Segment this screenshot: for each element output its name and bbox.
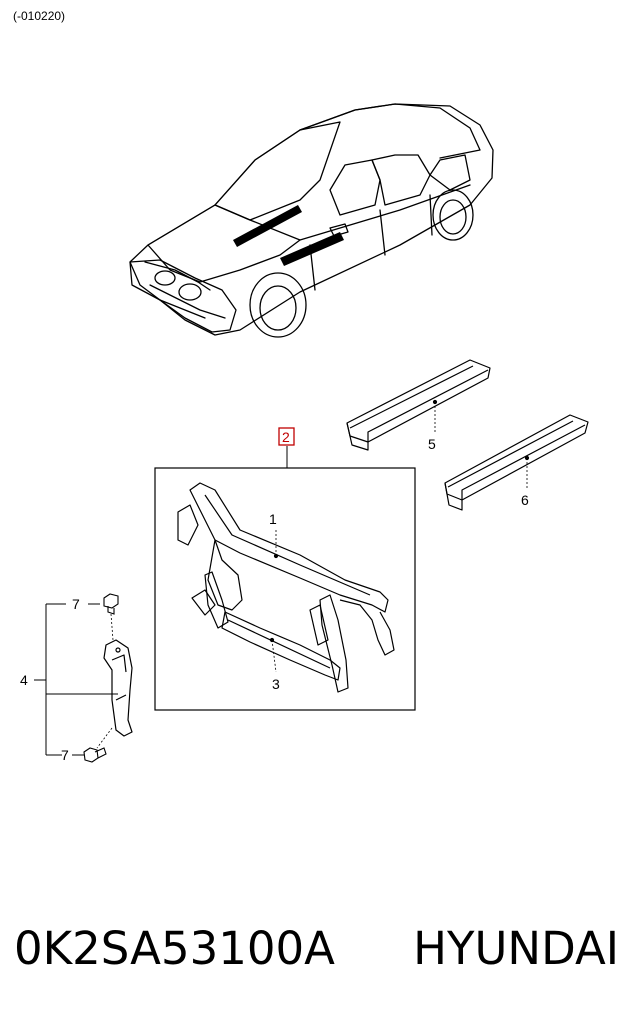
car-highlight-marks (233, 205, 344, 266)
date-code: (-010220) (13, 9, 66, 23)
part-number: 0K2SA53100A (14, 922, 335, 975)
callout-5: 5 (428, 436, 436, 452)
brand-name: HYUNDAI (413, 922, 619, 975)
callout-7-top: 7 (72, 596, 80, 612)
car-illustration (129, 103, 494, 338)
callout-7-bottom: 7 (61, 747, 69, 763)
callout-2-box (278, 427, 295, 446)
assembly-frame-box (154, 467, 416, 711)
part-4-bracket[interactable] (103, 639, 133, 737)
footer: 0K2SA53100A HYUNDAI (14, 922, 619, 975)
part-1-3-radiator-support[interactable] (177, 482, 395, 693)
parts-diagram: 5 6 2 1 3 (20, 103, 589, 763)
callout-2: 2 (282, 429, 290, 445)
part-7-bolt-top[interactable] (103, 593, 119, 615)
callout-3: 3 (272, 676, 280, 692)
part-7-bolt-bottom[interactable] (83, 747, 107, 763)
part-5-rail[interactable] (346, 359, 491, 451)
callout-4: 4 (20, 672, 28, 688)
callout-4-leader (34, 603, 118, 756)
callout-1: 1 (269, 511, 277, 527)
part-6-rail[interactable] (444, 414, 589, 511)
callout-6: 6 (521, 492, 529, 508)
